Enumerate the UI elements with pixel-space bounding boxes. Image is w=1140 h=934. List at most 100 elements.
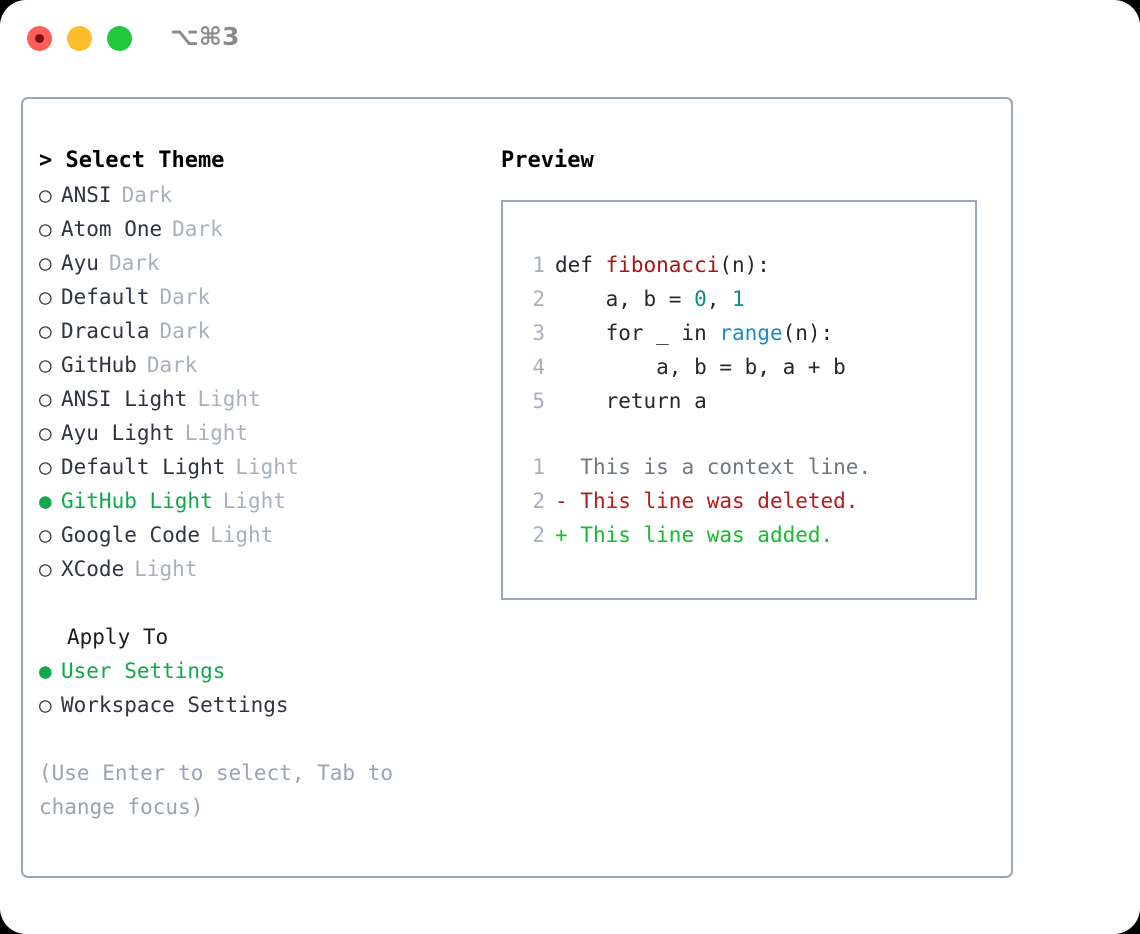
code-line-text: for _ in range(n): bbox=[555, 316, 834, 350]
theme-option-label: Google Code bbox=[61, 523, 201, 547]
diff-marker: + bbox=[555, 523, 581, 547]
radio-unselected-icon: ○ bbox=[39, 523, 52, 547]
diff-line-text: This line was deleted. bbox=[580, 489, 859, 513]
code-line-number: 1 bbox=[532, 253, 545, 277]
diff-line-text: This is a context line. bbox=[580, 455, 872, 479]
select-theme-header: > Select Theme bbox=[39, 148, 225, 173]
list-spacer bbox=[39, 586, 469, 620]
theme-variant-tag: Dark bbox=[159, 285, 211, 309]
radio-unselected-icon: ○ bbox=[39, 353, 52, 377]
preview-header: Preview bbox=[501, 148, 594, 173]
theme-option-atom-one[interactable]: ○ Atom One Dark bbox=[39, 212, 469, 246]
theme-option-label: XCode bbox=[61, 557, 125, 581]
code-token: return a bbox=[555, 389, 707, 413]
code-token: def bbox=[555, 253, 606, 277]
diff-line-context: 1 This is a context line. bbox=[503, 450, 975, 484]
theme-option-dracula[interactable]: ○ Dracula Dark bbox=[39, 314, 469, 348]
radio-unselected-icon: ○ bbox=[39, 455, 52, 479]
code-line-number: 3 bbox=[532, 321, 545, 345]
code-line-text: def fibonacci(n): bbox=[555, 248, 770, 282]
diff-line-added: 2 + This line was added. bbox=[503, 518, 975, 552]
theme-option-ansi-light[interactable]: ○ ANSI Light Light bbox=[39, 382, 469, 416]
code-sample: 1 def fibonacci(n): 2 a, b = 0, 1 3 for _ i… bbox=[503, 248, 975, 418]
theme-variant-tag: Light bbox=[235, 455, 299, 479]
theme-option-ayu-light[interactable]: ○ Ayu Light Light bbox=[39, 416, 469, 450]
theme-option-label: Ayu bbox=[61, 251, 99, 275]
code-line: 5 return a bbox=[503, 384, 975, 418]
code-line-number: 4 bbox=[532, 355, 545, 379]
apply-to-option-label: Workspace Settings bbox=[61, 693, 289, 717]
apply-to-list[interactable]: ● User Settings ○ Workspace Settings bbox=[39, 654, 469, 722]
theme-variant-tag: Light bbox=[134, 557, 198, 581]
diff-marker: - bbox=[555, 489, 581, 513]
code-line-number: 5 bbox=[532, 389, 545, 413]
radio-unselected-icon: ○ bbox=[39, 421, 52, 445]
diff-sample: 1 This is a context line.2- This line wa… bbox=[503, 450, 975, 552]
diff-line-number: 2 bbox=[532, 523, 545, 547]
theme-option-label: ANSI bbox=[61, 183, 112, 207]
apply-to-header: Apply To bbox=[67, 625, 169, 649]
radio-unselected-icon: ○ bbox=[39, 217, 52, 241]
code-token: a, b = b, a + b bbox=[555, 355, 846, 379]
window-controls bbox=[27, 26, 132, 51]
code-token: (n): bbox=[782, 321, 834, 345]
theme-option-label: Atom One bbox=[61, 217, 163, 241]
theme-option-default-light[interactable]: ○ Default Light Light bbox=[39, 450, 469, 484]
code-token: for _ in bbox=[555, 321, 720, 345]
code-line: 4 a, b = b, a + b bbox=[503, 350, 975, 384]
code-token: a, b = bbox=[555, 287, 695, 311]
code-line-text: return a bbox=[555, 384, 707, 418]
apply-to-option-workspace-settings[interactable]: ○ Workspace Settings bbox=[39, 688, 469, 722]
radio-unselected-icon: ○ bbox=[39, 693, 52, 717]
apply-to-option-label: User Settings bbox=[61, 659, 226, 683]
theme-option-label: Ayu Light bbox=[61, 421, 175, 445]
radio-unselected-icon: ○ bbox=[39, 319, 52, 343]
diff-spacer bbox=[503, 418, 975, 450]
theme-option-label: ANSI Light bbox=[61, 387, 188, 411]
theme-variant-tag: Dark bbox=[172, 217, 223, 241]
apply-to-option-user-settings[interactable]: ● User Settings bbox=[39, 654, 469, 688]
keyboard-shortcut-label: ⌥⌘3 bbox=[170, 22, 240, 51]
theme-variant-tag: Light bbox=[197, 387, 261, 411]
code-token: 1 bbox=[732, 287, 745, 311]
code-token: (n): bbox=[719, 253, 770, 277]
radio-selected-icon: ● bbox=[39, 659, 52, 683]
radio-selected-icon: ● bbox=[39, 489, 52, 513]
diff-line-number: 1 bbox=[532, 455, 545, 479]
diff-line-number: 2 bbox=[532, 489, 545, 513]
code-token: range bbox=[719, 321, 783, 345]
code-line-text: a, b = 0, 1 bbox=[555, 282, 745, 316]
minimize-button-icon[interactable] bbox=[67, 26, 92, 51]
hint-spacer bbox=[39, 722, 469, 756]
theme-variant-tag: Dark bbox=[159, 319, 211, 343]
code-line-text: a, b = b, a + b bbox=[555, 350, 846, 384]
diff-line-text: This line was added. bbox=[580, 523, 834, 547]
theme-variant-tag: Light bbox=[184, 421, 249, 445]
zoom-button-icon[interactable] bbox=[107, 26, 132, 51]
theme-variant-tag: Dark bbox=[146, 353, 198, 377]
theme-option-google-code[interactable]: ○ Google Code Light bbox=[39, 518, 469, 552]
diff-marker bbox=[555, 450, 580, 484]
title-bar: ⌥⌘3 bbox=[0, 0, 1140, 78]
theme-variant-tag: Light bbox=[222, 489, 286, 513]
preview-column: Preview 1 def fibonacci(n): 2 a, b = 0, 1 3… bbox=[501, 144, 996, 600]
preview-box: 1 def fibonacci(n): 2 a, b = 0, 1 3 for _ i… bbox=[501, 200, 977, 600]
radio-unselected-icon: ○ bbox=[39, 387, 52, 411]
theme-variant-tag: Light bbox=[210, 523, 274, 547]
close-button-icon[interactable] bbox=[27, 26, 52, 51]
theme-option-label: Dracula bbox=[61, 319, 150, 343]
radio-unselected-icon: ○ bbox=[39, 285, 52, 309]
code-line: 1 def fibonacci(n): bbox=[503, 248, 975, 282]
code-line-number: 2 bbox=[532, 287, 545, 311]
diff-line-deleted: 2- This line was deleted. bbox=[503, 484, 975, 518]
radio-unselected-icon: ○ bbox=[39, 251, 52, 275]
theme-option-label: Default Light bbox=[61, 455, 226, 479]
